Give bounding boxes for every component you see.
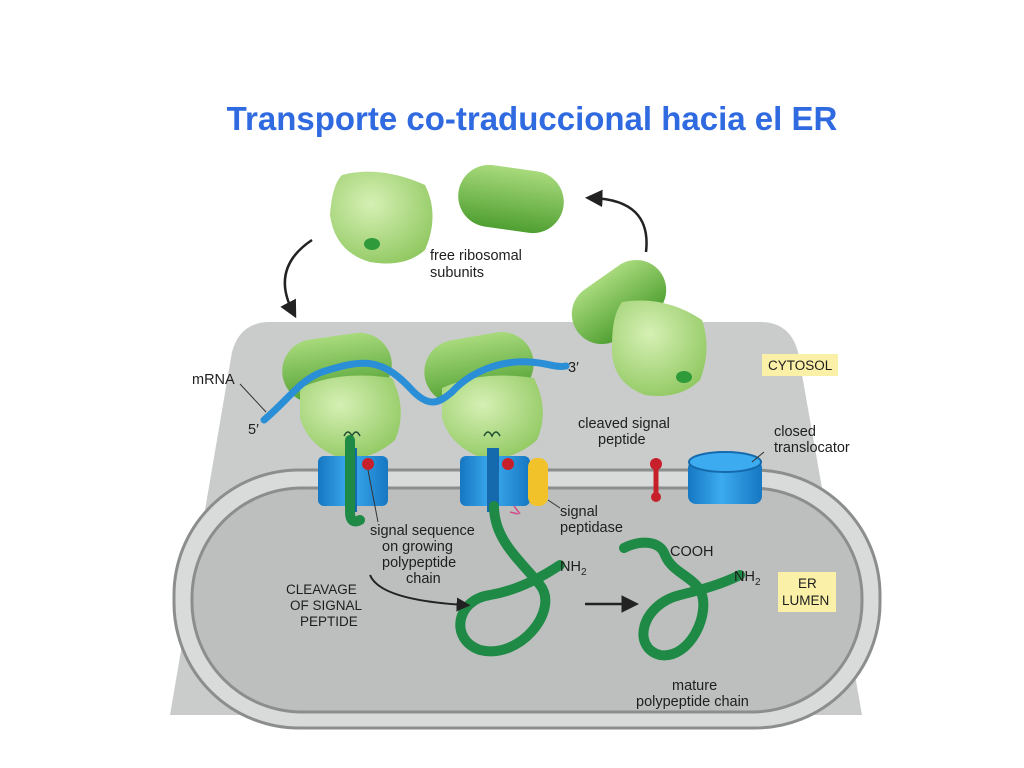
label-cytosol: CYTOSOL — [768, 358, 833, 373]
label-signal-peptidase-2: peptidase — [560, 520, 623, 536]
free-small-subunit — [458, 164, 564, 234]
label-signal-sequence-3: polypeptide — [382, 555, 456, 571]
label-signal-sequence-2: on growing — [382, 539, 453, 555]
label-closed-translocator-2: translocator — [774, 440, 850, 456]
label-free-ribosomal-subunits-1: free ribosomal — [430, 248, 522, 264]
label-cleaved-signal-2: peptide — [598, 432, 646, 448]
label-er-lumen-2: LUMEN — [782, 593, 829, 608]
label-closed-translocator-1: closed — [774, 424, 816, 440]
mrna-leader — [239, 383, 267, 413]
label-nh2-right: NH2 — [734, 569, 761, 588]
free-large-subunit — [330, 171, 433, 264]
label-signal-peptidase-1: signal — [560, 504, 598, 520]
cytosol-label-box — [762, 354, 838, 376]
dissociating-large-subunit — [611, 300, 707, 396]
label-cleavage-2: OF SIGNAL — [290, 598, 363, 613]
translocator-leader — [751, 451, 765, 463]
cleavage-arrow — [369, 574, 471, 612]
signal-peptidase — [528, 458, 548, 506]
ribosome2-large-subunit — [442, 375, 543, 459]
peptidase-leader — [547, 499, 561, 509]
cleaved-peptide-bottom — [651, 492, 661, 502]
growing-chain-1 — [345, 435, 365, 527]
label-signal-sequence-1: signal sequence — [370, 523, 475, 539]
cleaved-peptide-top — [650, 458, 662, 470]
signal-sequence-1 — [362, 458, 374, 470]
signal-sequence-2 — [502, 458, 514, 470]
free-subunit-pore — [364, 238, 380, 250]
peptidase-cleavage-mark — [509, 505, 521, 515]
label-cooh: COOH — [670, 544, 714, 560]
label-cleavage-1: CLEAVAGE — [286, 582, 357, 597]
label-mature-1: mature — [672, 678, 717, 694]
closed-translocator-top — [688, 451, 762, 473]
label-cleaved-signal-1: cleaved signal — [578, 416, 670, 432]
label-free-ribosomal-subunits-2: subunits — [430, 265, 484, 281]
dissociating-subunit-pore — [676, 371, 692, 383]
er-lumen-label-box — [778, 572, 836, 612]
mrna-strand — [260, 358, 570, 424]
slide-title: Transporte co-traduccional hacia el ER — [226, 100, 838, 137]
label-mature-2: polypeptide chain — [636, 694, 749, 710]
label-nh2-left: NH2 — [560, 559, 587, 578]
label-cleavage-3: PEPTIDE — [300, 614, 358, 629]
translocator-2-channel — [487, 448, 499, 512]
dissociating-small-subunit — [571, 259, 667, 345]
label-signal-sequence-4: chain — [406, 571, 441, 587]
mature-polypeptide-chain — [619, 537, 745, 661]
polypeptide-chain-translocating — [455, 501, 565, 657]
trna-2 — [483, 431, 501, 438]
label-three-prime: 3′ — [568, 360, 579, 376]
label-five-prime: 5′ — [248, 422, 259, 438]
label-mrna: mRNA — [192, 372, 235, 388]
ribosome1-large-subunit — [300, 375, 401, 459]
cycle-arrow-right — [585, 189, 648, 253]
label-er-lumen-1: ER — [798, 576, 817, 591]
cycle-arrow-left — [280, 238, 313, 319]
signal-seq-leader — [367, 469, 379, 523]
